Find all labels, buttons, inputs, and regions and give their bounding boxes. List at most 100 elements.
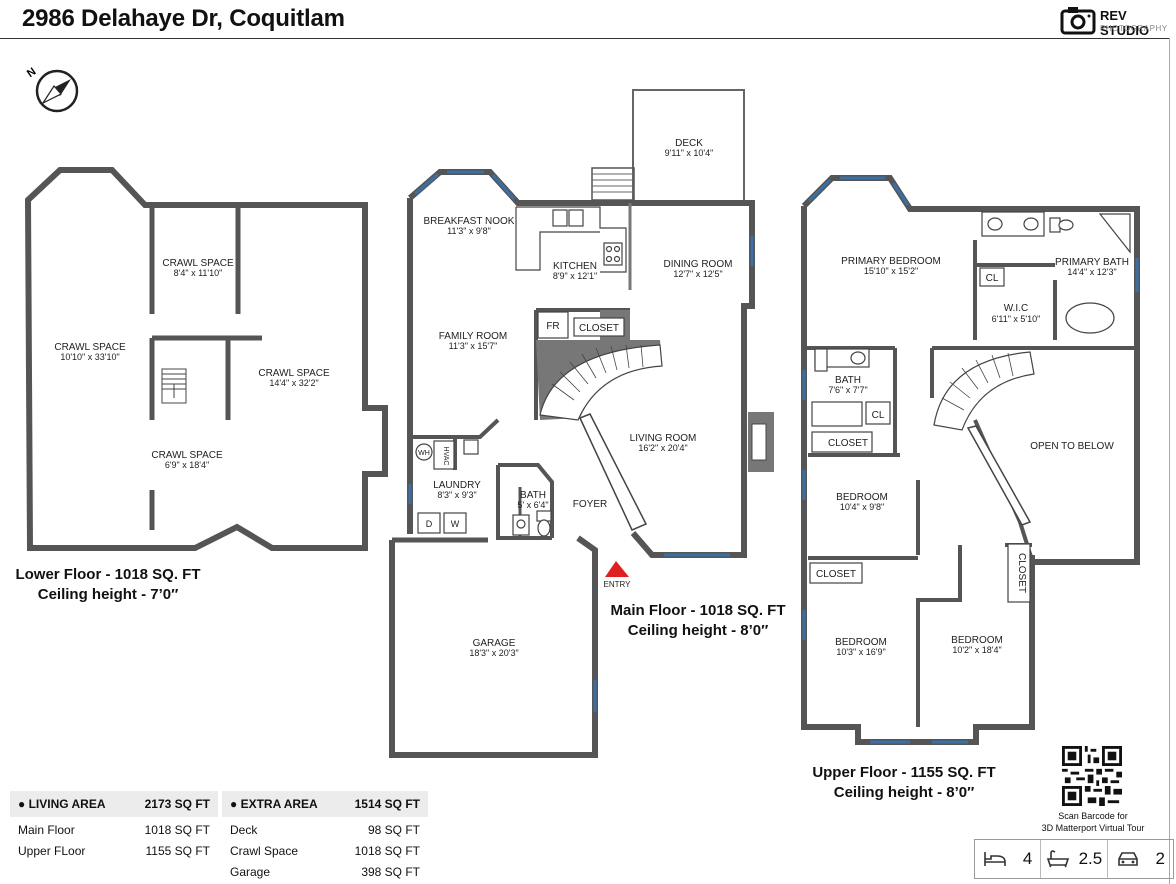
table-row: Deck 98 SQ FT [222, 819, 428, 840]
room-name: KITCHEN [553, 261, 597, 272]
room-name: PRIMARY BATH [1055, 257, 1129, 268]
room-name: FAMILY ROOM [439, 331, 508, 342]
room-name: CRAWL SPACE [258, 368, 330, 379]
extra-area-total: 1514 SQ FT [354, 797, 420, 811]
room-dims: 10'3" x 16'9" [836, 647, 885, 657]
room-name: GARAGE [473, 638, 516, 649]
baths-stat: 2.5 [1041, 840, 1108, 878]
main-floor-deck [591, 89, 745, 204]
upper-stairs [933, 351, 1035, 526]
qr-caption-line: 3D Matterport Virtual Tour [1041, 823, 1145, 833]
room-dims: 6'9" x 18'4" [165, 460, 209, 470]
living-area-total: 2173 SQ FT [144, 797, 210, 811]
lower-floor-ceiling: Ceiling height - 7’0″ [37, 586, 179, 603]
closet-label: CLOSET [816, 569, 856, 580]
lower-floor-area: Lower Floor - 1018 SQ. FT [15, 566, 201, 583]
main-floor-caption: Main Floor - 1018 SQ. FT Ceiling height … [598, 601, 798, 641]
closet-label: CL [986, 273, 999, 284]
room-dims: 8'3" x 9'3" [437, 490, 476, 500]
room-dims: 15'10" x 15'2" [864, 266, 918, 276]
room-dims: 12'7" x 12'5" [673, 269, 722, 279]
row-value: 1018 SQ FT [144, 822, 210, 837]
washer-label: W [451, 519, 460, 529]
header-divider [0, 38, 1170, 39]
dryer-label: D [426, 519, 433, 529]
row-value: 1018 SQ FT [354, 843, 420, 858]
room-dims: 9'11" x 10'4" [665, 148, 714, 158]
room-dims: 10'10" x 33'10" [60, 352, 119, 362]
room-name: PRIMARY BEDROOM [841, 256, 941, 267]
room-name: BEDROOM [951, 635, 1003, 646]
room-name: W.I.C [1004, 303, 1028, 314]
beds-count: 4 [1022, 849, 1033, 868]
room-name: OPEN TO BELOW [1030, 441, 1114, 452]
upper-floor-ceiling: Ceiling height - 8’0″ [833, 784, 975, 801]
qr-caption: Scan Barcode for 3D Matterport Virtual T… [1030, 810, 1156, 834]
extra-area-label: EXTRA AREA [240, 797, 318, 811]
row-value: 1155 SQ FT [145, 843, 210, 858]
water-heater-label: WH [418, 450, 430, 457]
living-area-label: LIVING AREA [28, 797, 106, 811]
room-name: BEDROOM [835, 637, 887, 648]
room-dims: 8'4" x 11'10" [174, 268, 223, 278]
room-dims: 14'4" x 32'2" [269, 378, 318, 388]
room-name: FOYER [573, 499, 607, 510]
row-value: 98 SQ FT [367, 822, 420, 837]
kitchen-cabinets [515, 206, 627, 273]
room-dims: 11'3" x 9'8" [447, 226, 491, 236]
main-floor-windows [408, 170, 754, 712]
room-name: CRAWL SPACE [162, 258, 234, 269]
living-area-table: ● LIVING AREA 2173 SQ FT Main Floor 1018… [10, 791, 218, 861]
room-name: BATH [520, 490, 546, 501]
lower-stairs [161, 368, 187, 404]
right-border [1169, 38, 1170, 884]
room-dims: 18'3" x 20'3" [469, 648, 518, 658]
lower-room-labels: CRAWL SPACE 10'10" x 33'10" CRAWL SPACE … [54, 258, 330, 470]
compass-north-label: N [25, 66, 38, 80]
main-floor-area: Main Floor - 1018 SQ. FT [610, 602, 786, 619]
logo-text: REV STUDIO [1100, 8, 1150, 38]
row-label: Deck [230, 822, 258, 837]
qr-code-icon[interactable] [1062, 746, 1122, 806]
main-floor-ceiling: Ceiling height - 8’0″ [627, 622, 769, 639]
table-row: Crawl Space 1018 SQ FT [222, 840, 428, 861]
row-label: Main Floor [18, 822, 75, 837]
room-name: DINING ROOM [664, 259, 733, 270]
entry-marker-icon [605, 561, 629, 577]
room-name: BEDROOM [836, 492, 888, 503]
upper-floor-area: Upper Floor - 1155 SQ. FT [812, 764, 996, 781]
brand-logo: REV STUDIO PHOTOGRAPHY [1060, 5, 1172, 38]
room-dims: 16'2" x 20'4" [638, 443, 687, 453]
baths-count: 2.5 [1078, 849, 1103, 868]
garage-count: 2 [1155, 849, 1165, 868]
room-dims: 10'4" x 9'8" [840, 502, 884, 512]
room-name: DECK [675, 138, 703, 149]
car-icon [1117, 852, 1138, 866]
beds-stat: 4 [975, 840, 1042, 878]
main-room-labels: DECK 9'11" x 10'4" BREAKFAST NOOK 11'3" … [418, 138, 732, 658]
bathtub-icon [1046, 850, 1069, 868]
room-name: LAUNDRY [433, 480, 481, 491]
logo-subtext: PHOTOGRAPHY [1100, 24, 1168, 33]
room-dims: 6'11" x 5'10" [992, 314, 1041, 324]
camera-icon [1060, 7, 1096, 35]
main-fixtures [415, 439, 552, 537]
room-dims: 14'4" x 12'3" [1067, 267, 1116, 277]
room-dims: 8'9" x 12'1" [553, 271, 597, 281]
closet-label: CLOSET [579, 323, 619, 334]
lower-floor-plan [24, 167, 388, 551]
room-name: CRAWL SPACE [54, 342, 126, 353]
row-label: Crawl Space [230, 843, 299, 858]
garage-stat: 2 [1108, 840, 1173, 878]
room-name: BREAKFAST NOOK [424, 216, 515, 227]
upper-room-labels: PRIMARY BEDROOM 15'10" x 15'2" PRIMARY B… [816, 256, 1129, 657]
closet-label: CLOSET [828, 438, 868, 449]
table-row: Main Floor 1018 SQ FT [10, 819, 218, 840]
row-value: 398 SQ FT [361, 864, 420, 879]
extra-area-header: ● EXTRA AREA 1514 SQ FT [222, 791, 428, 817]
room-dims: 10'2" x 18'4" [952, 645, 1001, 655]
room-name: BATH [835, 375, 861, 386]
entry-label: ENTRY [604, 580, 632, 589]
closet-label: CL [872, 410, 885, 421]
row-label: Garage [230, 864, 271, 879]
